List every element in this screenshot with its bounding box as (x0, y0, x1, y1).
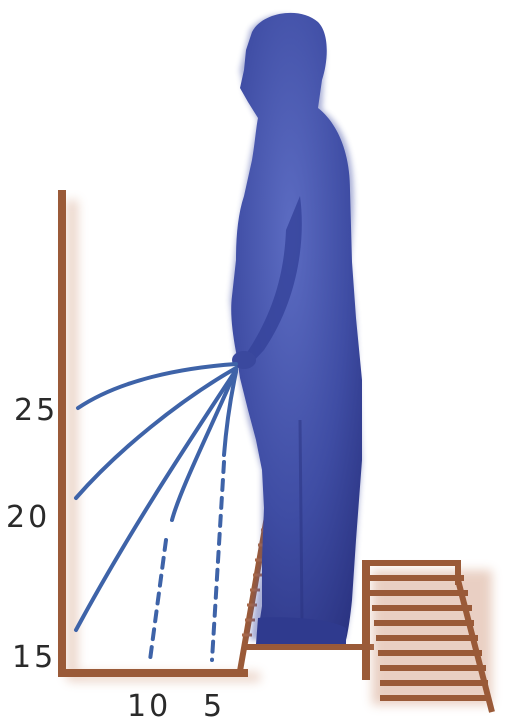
distance-label-10: 10 (127, 692, 171, 722)
wall-shadow (66, 200, 260, 682)
height-label-20: 20 (6, 503, 50, 533)
height-label-15: 15 (12, 643, 56, 673)
standing-man-icon (230, 13, 362, 644)
height-label-25: 25 (14, 396, 58, 426)
step-icon (362, 560, 492, 712)
distance-label-5: 5 (203, 692, 225, 722)
urine-streams (76, 364, 236, 660)
